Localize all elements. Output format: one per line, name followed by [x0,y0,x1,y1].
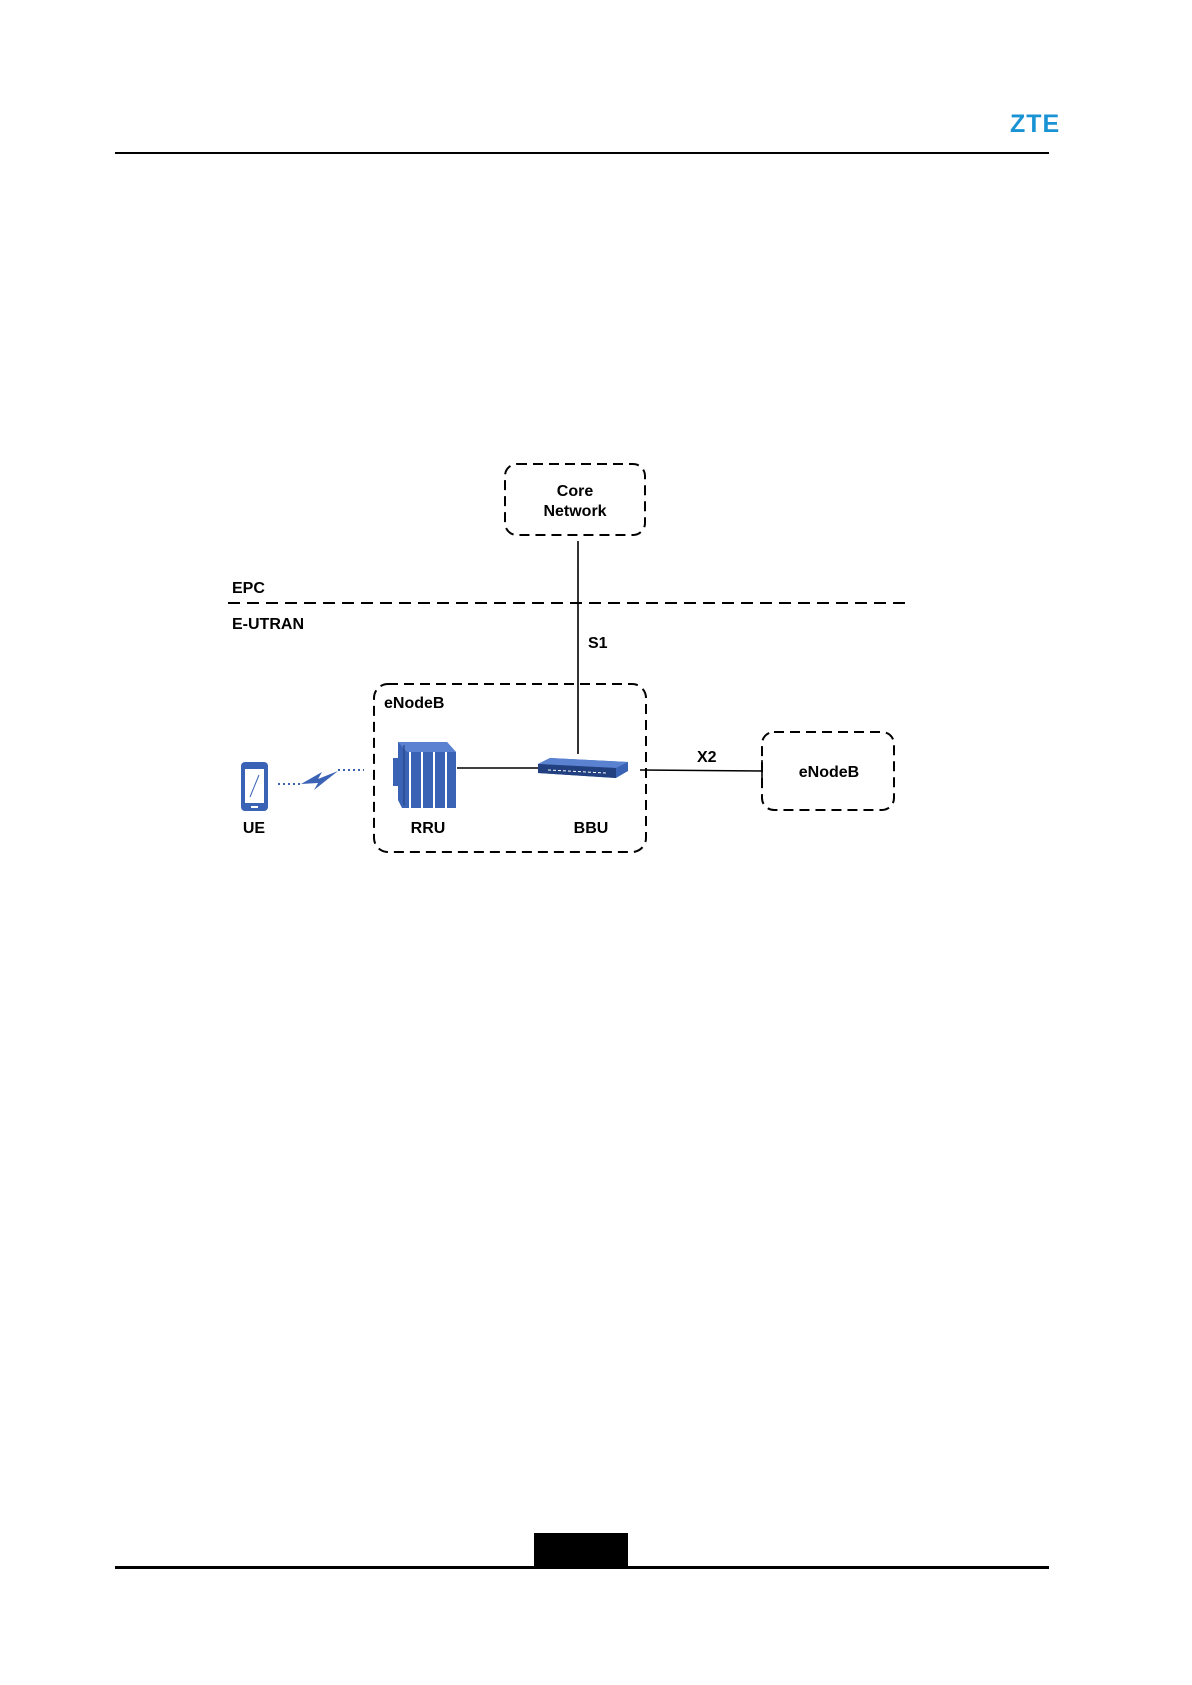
epc-label: EPC [232,580,265,597]
enodeb-neighbor-label: eNodeB [799,764,859,781]
bbu-label: BBU [574,820,609,837]
page-number-tab [534,1533,628,1566]
bbu-icon [538,758,628,778]
core-network-label-line2: Network [543,503,606,520]
core-network-label-line1: Core [557,483,594,500]
wireless-link-icon [278,770,364,790]
ue-label: UE [243,820,266,837]
rru-icon [393,742,456,808]
e-utran-label: E-UTRAN [232,616,304,633]
enodeb-group-label: eNodeB [384,695,444,712]
rru-label: RRU [411,820,446,837]
s1-label: S1 [588,635,608,652]
footer-rule [115,1566,1049,1569]
ue-phone-icon [241,762,268,811]
x2-link [640,770,762,771]
x2-label: X2 [697,749,717,766]
